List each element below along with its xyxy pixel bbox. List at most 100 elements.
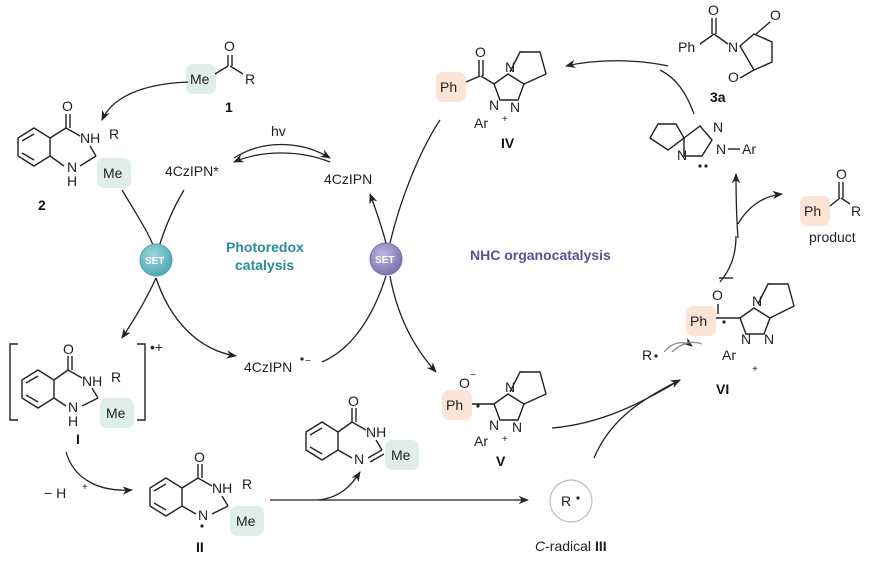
svg-text:NH: NH — [366, 424, 386, 440]
intermediate-II: O NH R N Me II — [149, 449, 264, 555]
svg-text:NH: NH — [212, 480, 232, 496]
svg-text:R: R — [111, 369, 121, 385]
arrow-1-to-2 — [101, 81, 189, 121]
left-set-out-to-reduced — [155, 277, 238, 359]
svg-text:N: N — [728, 39, 738, 55]
excited-catalyst-in — [157, 189, 185, 251]
svg-text:N: N — [677, 147, 687, 163]
methyl-label: Me — [190, 71, 210, 87]
nhc-carbene: N N N Ar — [649, 119, 756, 168]
svg-text:Ar: Ar — [474, 115, 488, 131]
svg-text:Ar: Ar — [742, 141, 756, 157]
methyl-highlight — [97, 158, 131, 188]
minus-h-label: − H — [44, 485, 66, 501]
set-to-V — [389, 275, 437, 373]
svg-text:O: O — [770, 7, 781, 23]
radical-coupling-arrow — [593, 379, 681, 459]
reduced-catalyst-to-set — [321, 275, 387, 363]
svg-text:N: N — [68, 399, 78, 415]
r-group-label: R — [245, 71, 255, 87]
left-set-out-to-I — [121, 277, 157, 339]
IV-into-set — [389, 119, 441, 244]
svg-text:Me: Me — [391, 447, 411, 463]
acylation-arrow — [564, 59, 669, 68]
compound-1: Me O R 1 — [186, 38, 255, 115]
svg-text:Ph: Ph — [446, 397, 463, 413]
phenyl-highlight — [800, 196, 830, 226]
svg-text:O: O — [728, 69, 739, 85]
svg-text:O: O — [63, 341, 74, 357]
svg-text:N: N — [198, 507, 208, 523]
svg-text:O: O — [475, 44, 486, 60]
svg-text:Ar: Ar — [474, 433, 488, 449]
svg-text:N: N — [505, 59, 515, 75]
svg-text:+: + — [82, 482, 88, 493]
hv-label: hv — [271, 123, 286, 139]
svg-text:Ph: Ph — [440, 79, 457, 95]
svg-text:O: O — [836, 166, 847, 182]
svg-text:+: + — [502, 434, 508, 445]
methyl-highlight — [230, 506, 264, 536]
intermediate-IV-label: IV — [501, 135, 515, 151]
svg-text:N: N — [716, 141, 726, 157]
intermediate-VI-label: VI — [716, 381, 729, 397]
nhc-title: NHC organocatalysis — [470, 247, 611, 263]
svg-text:N: N — [505, 379, 515, 395]
phenyl-highlight — [436, 72, 466, 102]
compound-1-label: 1 — [225, 99, 233, 115]
svg-text:R: R — [561, 493, 571, 509]
photoredox-title-line2: catalysis — [235, 257, 294, 273]
catalyst-reduced: 4CzIPN — [244, 359, 292, 375]
svg-text:N: N — [713, 119, 723, 135]
carbene-to-acylation-arrow — [659, 69, 695, 115]
svg-text:Me: Me — [236, 513, 256, 529]
svg-text:Ph: Ph — [678, 39, 695, 55]
photoredox-title-line1: Photoredox — [226, 239, 304, 255]
svg-text:−: − — [305, 356, 311, 367]
quinazolinone-byproduct: O NH N Me — [305, 393, 419, 470]
svg-text:SET: SET — [145, 256, 164, 267]
svg-text:O: O — [62, 98, 73, 114]
svg-text:+: + — [752, 364, 758, 375]
svg-text:O: O — [348, 393, 359, 409]
excitation-arrow — [233, 143, 331, 159]
compound-2-label: 2 — [38, 197, 46, 213]
svg-text:−: − — [470, 370, 476, 381]
intermediate-II-label: II — [196, 539, 204, 555]
svg-text:R: R — [642, 347, 652, 363]
intermediate-I-label: I — [76, 431, 80, 447]
svg-text:N: N — [752, 293, 762, 309]
svg-text:N: N — [489, 417, 499, 433]
compound-3a: Ph O N O O 3a — [678, 2, 781, 105]
svg-text:Me: Me — [106, 405, 126, 421]
intermediate-V-label: V — [496, 453, 506, 469]
set-to-ground-catalyst — [369, 193, 387, 244]
deprotonation-arrow — [65, 451, 134, 495]
quinazolinone-release-arrow — [317, 471, 361, 501]
svg-text:Ph: Ph — [804, 203, 821, 219]
product: Ph O R product — [800, 166, 861, 245]
compound-2: O NH R N H Me 2 — [17, 98, 131, 213]
svg-text:N: N — [67, 159, 77, 175]
intermediate-V: O − Ph N N N Ar + V — [442, 370, 547, 469]
methyl-highlight — [186, 64, 216, 94]
svg-text:NH: NH — [82, 373, 102, 389]
svg-text:NH: NH — [80, 130, 100, 146]
svg-text:Ar: Ar — [722, 347, 736, 363]
svg-text:N: N — [489, 97, 499, 113]
svg-text:O: O — [459, 375, 470, 391]
product-label: product — [809, 229, 856, 245]
svg-text:R: R — [851, 203, 861, 219]
methyl-highlight — [100, 398, 134, 428]
svg-text:O: O — [194, 449, 205, 465]
svg-text:Ph: Ph — [690, 313, 707, 329]
svg-text:R: R — [242, 476, 252, 492]
svg-text:Me: Me — [103, 165, 123, 181]
catalyst-excited: 4CzIPN* — [165, 163, 219, 179]
phenyl-highlight — [686, 306, 716, 336]
intermediate-VI: O Ph N N N Ar + VI R — [642, 277, 795, 397]
svg-text:+: + — [502, 114, 508, 125]
svg-text:O: O — [712, 287, 723, 303]
